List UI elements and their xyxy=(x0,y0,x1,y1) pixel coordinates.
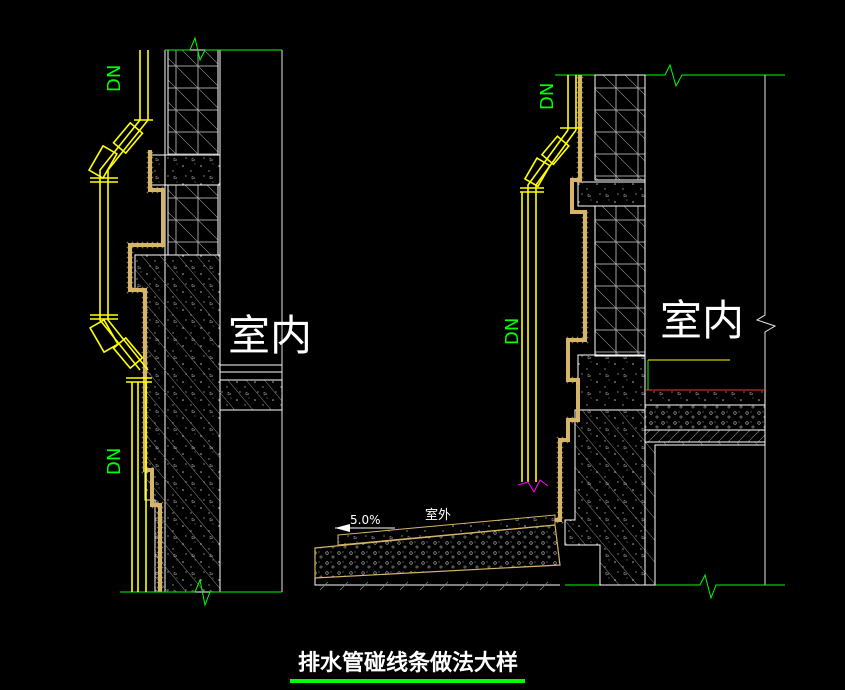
title-underline xyxy=(290,679,525,683)
left-dn-bottom-label: DN xyxy=(104,448,125,475)
left-downpipe xyxy=(87,50,153,592)
exterior-label: 室外 xyxy=(425,507,451,523)
drawing-title: 排水管碰线条做法大样 xyxy=(298,650,518,676)
slope-arrow xyxy=(335,524,395,532)
left-detail: DN DN 室内 xyxy=(87,36,312,607)
right-dn-mid-label: DN xyxy=(502,318,523,345)
left-dn-top-label: DN xyxy=(104,65,125,92)
left-interior-label: 室内 xyxy=(228,311,312,360)
right-dn-top-label: DN xyxy=(537,83,558,110)
slope-label: 5.0% xyxy=(350,513,381,527)
right-detail: 5.0% 室外 DN DN 室内 xyxy=(314,63,785,600)
right-interior-label: 室内 xyxy=(660,296,744,345)
drawing-title-block: 排水管碰线条做法大样 xyxy=(290,650,525,683)
right-downpipe xyxy=(520,75,582,482)
